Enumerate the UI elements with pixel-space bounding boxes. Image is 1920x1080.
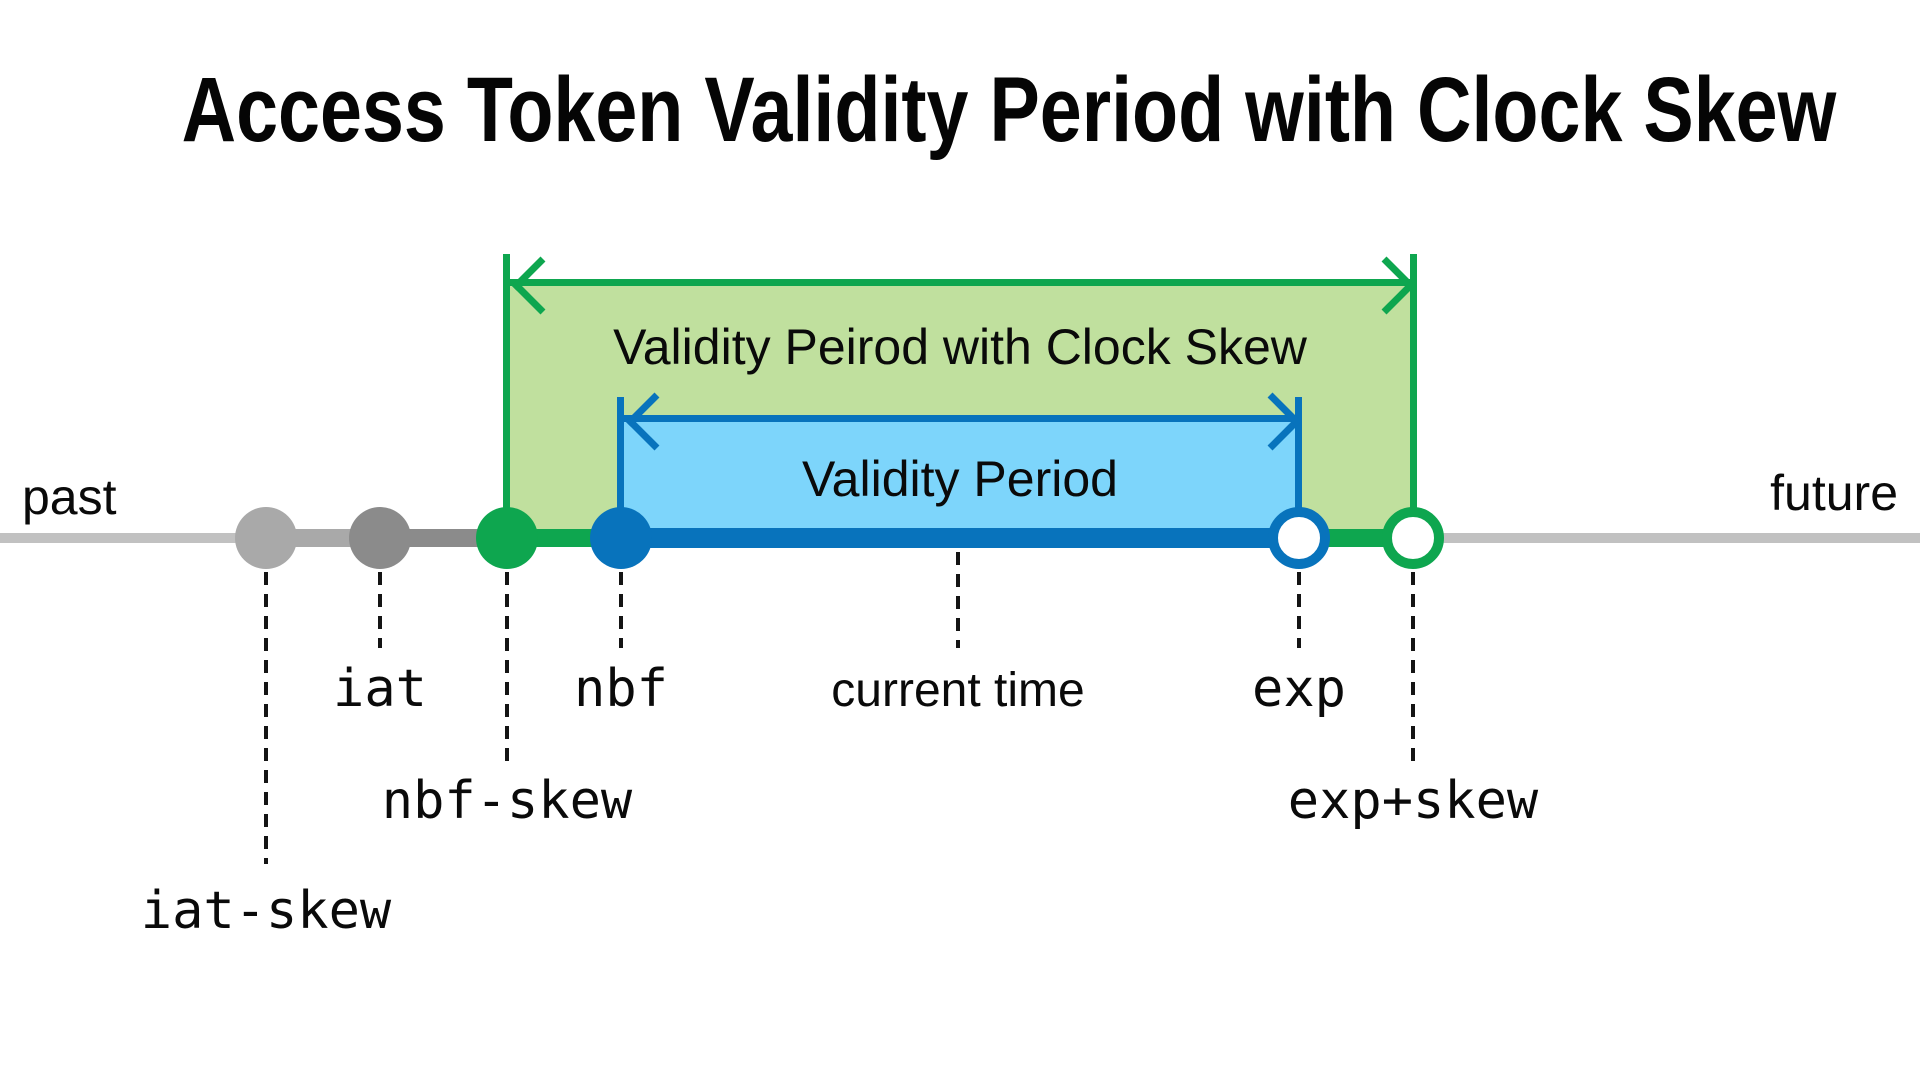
marker-label-nbf-skew: nbf-skew bbox=[381, 771, 633, 831]
marker-label-nbf: nbf bbox=[574, 659, 668, 719]
marker-label-exp-skew: exp+skew bbox=[1287, 771, 1539, 831]
validity-span-arrow-line bbox=[621, 415, 1299, 422]
marker-dot-exp-skew bbox=[1382, 507, 1444, 569]
leader-line-current-time bbox=[956, 552, 960, 648]
validity-right-boundary-line bbox=[1295, 397, 1302, 538]
clock-skew-span-arrow-line bbox=[507, 279, 1413, 286]
clock-skew-left-boundary-line bbox=[503, 254, 510, 538]
marker-dot-nbf-skew bbox=[476, 507, 538, 569]
leader-line-nbf bbox=[619, 572, 623, 648]
marker-dot-nbf bbox=[590, 507, 652, 569]
validity-region-fill bbox=[621, 418, 1299, 529]
page-title-text: Access Token Validity Period with Clock … bbox=[181, 59, 1837, 161]
marker-dot-iat bbox=[349, 507, 411, 569]
clock-skew-region-label: Validity Peirod with Clock Skew bbox=[613, 319, 1307, 375]
validity-region-label: Validity Period bbox=[802, 451, 1118, 507]
marker-label-iat-skew: iat-skew bbox=[140, 881, 392, 941]
marker-label-iat: iat bbox=[333, 659, 427, 719]
past-label: past bbox=[22, 469, 117, 525]
validity-left-boundary-line bbox=[617, 397, 624, 538]
leader-line-exp bbox=[1297, 572, 1301, 648]
leader-line-iat bbox=[378, 572, 382, 648]
leader-line-iat-skew bbox=[264, 572, 268, 864]
clock-skew-right-boundary-line bbox=[1410, 254, 1417, 538]
marker-label-current-time: current time bbox=[831, 664, 1085, 717]
marker-dot-exp bbox=[1268, 507, 1330, 569]
future-label: future bbox=[1770, 465, 1898, 521]
segment-iat-to-nbf-skew bbox=[380, 529, 507, 547]
leader-line-nbf-skew bbox=[505, 572, 509, 762]
marker-dot-iat-skew bbox=[235, 507, 297, 569]
marker-label-exp: exp bbox=[1252, 659, 1346, 719]
segment-nbf-to-exp bbox=[621, 528, 1299, 548]
leader-line-exp-skew bbox=[1411, 572, 1415, 762]
page-title: Access Token Validity Period with Clock … bbox=[0, 62, 1920, 158]
